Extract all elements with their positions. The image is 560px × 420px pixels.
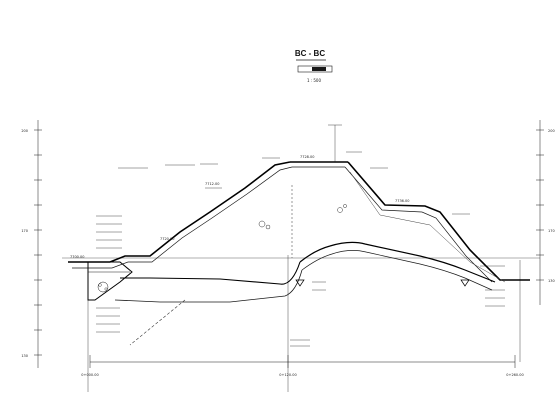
embankment-downstream-slope xyxy=(347,161,530,281)
drain-dashed-line xyxy=(129,299,186,346)
berm2-label: 7712.00 xyxy=(205,182,219,186)
downstream-liner xyxy=(344,166,493,283)
left-notes xyxy=(96,215,122,249)
berm1-label: 7720.00 xyxy=(160,237,174,241)
core-profile-inner xyxy=(301,250,493,291)
right-axis xyxy=(536,120,544,305)
water-level-arrow-left xyxy=(295,279,305,287)
foundation-line-lower xyxy=(114,269,303,303)
lower-left-notes xyxy=(96,307,120,333)
right-notes xyxy=(480,265,505,307)
scale-bar xyxy=(297,65,333,73)
core-profile-outer xyxy=(299,241,496,283)
right-axis-label-mid: 170 xyxy=(548,229,555,233)
bottom-elevation-label: 7700.00 xyxy=(70,255,84,259)
inner-phreatic-line xyxy=(349,171,506,283)
chainage-right: 0+260.00 xyxy=(506,373,523,377)
rock-fill-symbol xyxy=(97,281,109,293)
scale-bar-fill xyxy=(312,67,326,71)
left-axis xyxy=(34,120,42,368)
chainage-left: 0+000.00 xyxy=(81,373,98,377)
embankment-upstream-slope xyxy=(68,161,291,263)
rock-fill-dot xyxy=(98,283,102,287)
mid-notes xyxy=(290,281,326,347)
upstream-liner xyxy=(72,166,293,269)
right-axis-label-bot: 130 xyxy=(548,279,555,283)
water-level-arrow-right xyxy=(460,279,470,287)
fill-texture xyxy=(258,204,347,230)
inlet-structure xyxy=(87,261,133,301)
rock-fill-dot xyxy=(104,287,108,291)
left-axis-label-mid: 170 xyxy=(21,229,28,233)
scale-note: 1 : 500 xyxy=(307,78,322,83)
right-axis-label-top: 200 xyxy=(548,129,555,133)
left-axis-label-bot: 130 xyxy=(21,354,28,358)
crest-elevation-label: 7728.00 xyxy=(300,155,314,159)
foundation-line-upper xyxy=(120,261,301,285)
top-berm-label: 7736.00 xyxy=(395,199,409,203)
left-axis-label-top: 200 xyxy=(21,129,28,133)
drawing-title: BC - BC xyxy=(295,49,325,58)
top-annotation-marks xyxy=(118,151,470,215)
